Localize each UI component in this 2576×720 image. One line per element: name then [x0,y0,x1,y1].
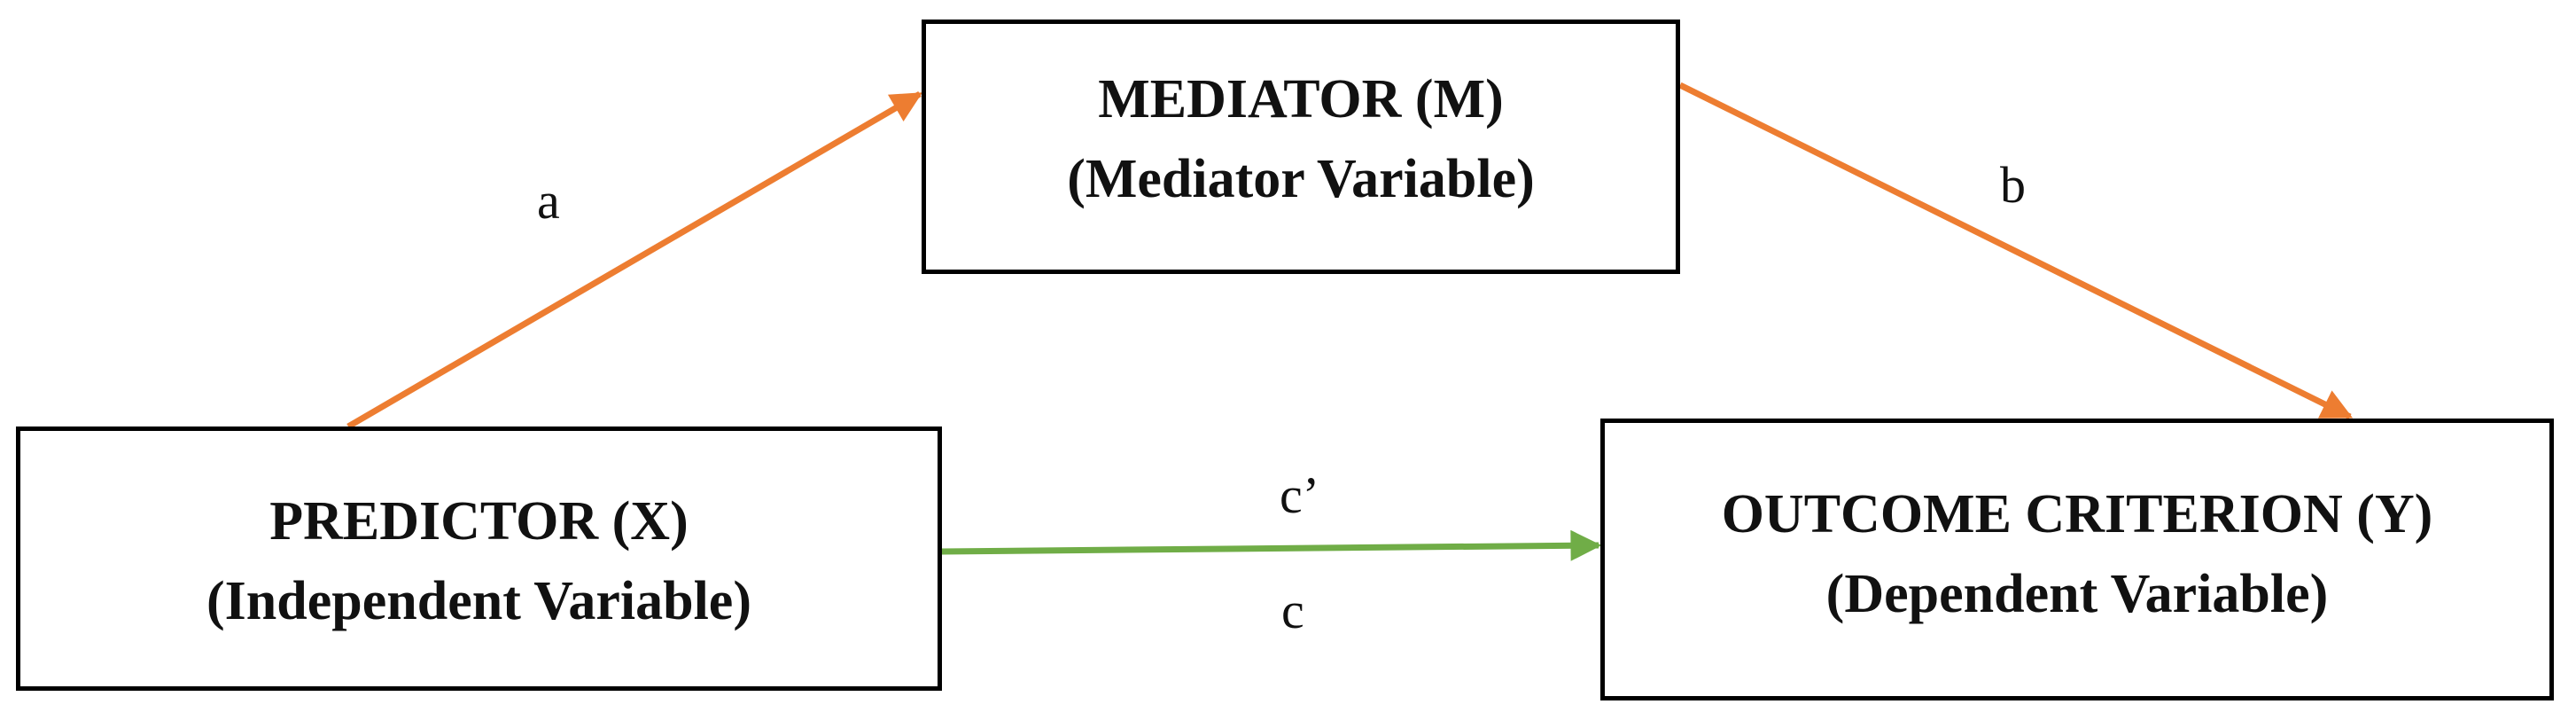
predictor-title: PREDICTOR (X) [269,491,689,552]
predictor-box: PREDICTOR (X) (Independent Variable) [16,427,942,691]
path-b-arrow [1678,82,2354,420]
outcome-box: OUTCOME CRITERION (Y) (Dependent Variabl… [1600,419,2554,700]
outcome-subtitle: (Dependent Variable) [1825,564,2329,624]
outcome-title: OUTCOME CRITERION (Y) [1721,484,2433,544]
path-c-arrow [941,529,1602,561]
mediator-subtitle: (Mediator Variable) [1067,148,1535,209]
path-a-label: a [537,172,560,230]
path-c-prime-label: c’ [1280,466,1320,524]
mediator-box: MEDIATOR (M) (Mediator Variable) [922,20,1680,274]
predictor-subtitle: (Independent Variable) [206,571,751,631]
path-b-label: b [2000,156,2026,214]
path-a-arrow [346,90,923,430]
mediator-title: MEDIATOR (M) [1098,68,1504,129]
path-c-label: c [1281,582,1304,639]
